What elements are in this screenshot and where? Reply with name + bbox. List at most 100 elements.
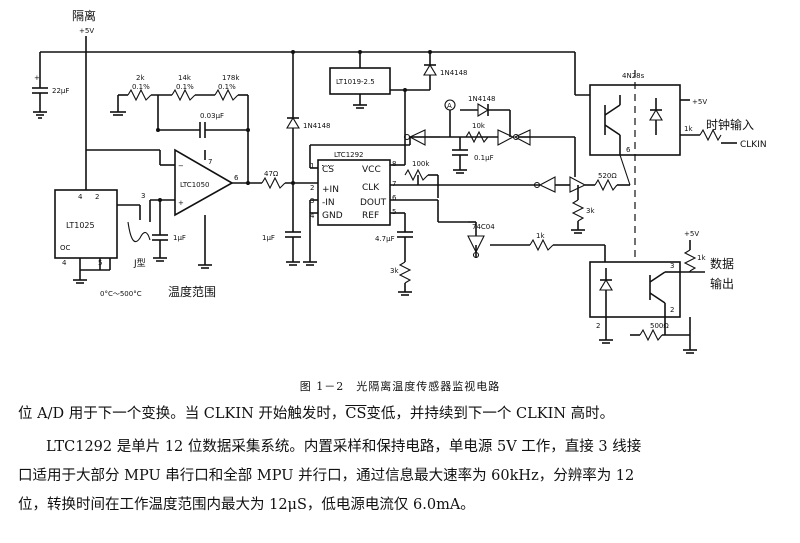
paragraph-4: 位，转换时间在工作温度范围内最大为 12μS，低电源电流仅 6.0mA。 — [18, 497, 475, 513]
svg-text:数据: 数据 — [710, 256, 734, 271]
cs-overline: CS — [345, 406, 367, 422]
svg-text:J型: J型 — [133, 258, 146, 269]
svg-text:6: 6 — [626, 146, 631, 154]
resistor-1k-c — [699, 128, 722, 142]
svg-text:0.1%: 0.1% — [218, 83, 236, 91]
svg-text:1k: 1k — [536, 232, 545, 240]
svg-text:1k: 1k — [697, 254, 706, 262]
svg-text:1: 1 — [310, 162, 314, 170]
svg-text:10k: 10k — [472, 122, 486, 130]
svg-text:CLKIN: CLKIN — [740, 140, 767, 150]
paragraph-1: 位 A/D 用于下一个变换。当 CLKIN 开始触发时，CS变低，并持续到下一个… — [18, 406, 615, 422]
svg-text:2k: 2k — [136, 74, 145, 82]
svg-text:178k: 178k — [222, 74, 240, 82]
svg-text:LT1019-2.5: LT1019-2.5 — [336, 78, 375, 86]
resistor-500 — [639, 328, 663, 342]
resistor-178k — [214, 88, 239, 102]
svg-text:7: 7 — [208, 158, 212, 166]
svg-text:8: 8 — [392, 160, 396, 168]
paragraph-3: 口适用于大部分 MPU 串行口和全部 MPU 并行口，通过信息最大速率为 60k… — [18, 468, 635, 484]
resistor-100k — [404, 168, 429, 182]
svg-text:1μF: 1μF — [262, 234, 275, 242]
svg-text:100k: 100k — [412, 160, 430, 168]
svg-text:0.1μF: 0.1μF — [474, 154, 494, 162]
svg-text:47Ω: 47Ω — [264, 170, 279, 178]
svg-text:0°C～500°C: 0°C～500°C — [100, 290, 142, 298]
svg-text:3: 3 — [310, 197, 314, 205]
figure-caption: 图 1－2 光隔离温度传感器监视电路 — [299, 380, 501, 393]
svg-text:1N4148: 1N4148 — [468, 95, 496, 103]
svg-text:6: 6 — [392, 194, 397, 202]
svg-text:+5V: +5V — [684, 230, 699, 238]
svg-text:LTC1050: LTC1050 — [180, 181, 210, 189]
svg-text:0.1%: 0.1% — [176, 83, 194, 91]
svg-text:+: + — [34, 74, 40, 82]
circuit-schematic: 隔离 +5V 22μF + 2k 0.1% 14k 0.1% 178k 0.1%… — [32, 8, 767, 354]
svg-text:+: + — [178, 199, 184, 207]
svg-text:5: 5 — [392, 208, 396, 216]
svg-text:−: − — [178, 162, 184, 170]
cap-22u-label: 22μF — [52, 87, 69, 95]
svg-text:4: 4 — [78, 193, 83, 201]
resistor-1k — [683, 249, 697, 272]
svg-text:0.1%: 0.1% — [132, 83, 150, 91]
svg-text:3k: 3k — [390, 267, 399, 275]
svg-text:CS: CS — [322, 165, 334, 175]
svg-text:输出: 输出 — [710, 276, 734, 291]
left-supply-label: +5V — [79, 27, 94, 35]
svg-text:REF: REF — [362, 211, 379, 221]
svg-text:7: 7 — [392, 180, 396, 188]
svg-text:CLK: CLK — [362, 183, 380, 193]
resistor-1k-b — [529, 238, 554, 252]
svg-text:4: 4 — [62, 259, 67, 267]
diode-1n4148-b — [423, 63, 437, 76]
inverter-4 — [538, 176, 556, 193]
svg-text:GND: GND — [322, 211, 343, 221]
svg-text:A: A — [447, 102, 452, 110]
svg-text:500Ω: 500Ω — [650, 322, 669, 330]
diode-1n4148-c — [477, 103, 490, 117]
svg-text:4: 4 — [310, 212, 315, 220]
resistor-47 — [261, 176, 286, 190]
paragraph-2: LTC1292 是单片 12 位数据采集系统。内置采样和保持电路，单电源 5V … — [46, 439, 642, 455]
diode-1n4148-a — [286, 116, 300, 129]
resistor-2k — [127, 88, 152, 102]
svg-text:+IN: +IN — [322, 185, 339, 195]
svg-text:2: 2 — [596, 322, 600, 330]
svg-text:VCC: VCC — [362, 165, 381, 175]
resistor-10k — [465, 130, 489, 144]
svg-text:3: 3 — [670, 262, 674, 270]
svg-text:4.7μF: 4.7μF — [375, 235, 395, 243]
svg-text:14k: 14k — [178, 74, 192, 82]
resistor-3k — [398, 261, 412, 284]
svg-text:1μF: 1μF — [173, 234, 186, 242]
svg-text:3: 3 — [141, 192, 145, 200]
svg-text:4N28s: 4N28s — [622, 72, 645, 80]
svg-text:520Ω: 520Ω — [598, 172, 617, 180]
svg-text:2: 2 — [95, 193, 99, 201]
svg-text:3k: 3k — [586, 207, 595, 215]
lt1019-chip — [329, 67, 391, 95]
svg-text:6: 6 — [234, 174, 239, 182]
resistor-3k-b — [571, 199, 585, 222]
svg-text:1k: 1k — [684, 125, 693, 133]
svg-text:LT1025: LT1025 — [66, 221, 95, 230]
isolation-label: 隔离 — [72, 8, 96, 23]
svg-text:0.03μF: 0.03μF — [200, 112, 224, 120]
svg-text:OC: OC — [60, 244, 71, 252]
svg-text:2: 2 — [310, 184, 314, 192]
svg-text:2: 2 — [670, 306, 674, 314]
svg-text:时钟输入: 时钟输入 — [706, 117, 754, 132]
svg-text:+5V: +5V — [692, 98, 707, 106]
ltc1292-chip — [317, 159, 391, 226]
svg-text:-IN: -IN — [322, 198, 335, 208]
svg-text:1N4148: 1N4148 — [440, 69, 468, 77]
thermocouple-j — [127, 221, 151, 243]
svg-text:74C04: 74C04 — [472, 223, 495, 231]
resistor-520 — [594, 178, 618, 192]
inverter-2 — [497, 129, 515, 146]
ltc1050-opamp — [174, 148, 234, 217]
svg-text:DOUT: DOUT — [360, 198, 387, 208]
resistor-14k — [171, 88, 196, 102]
svg-text:1N4148: 1N4148 — [303, 122, 331, 130]
